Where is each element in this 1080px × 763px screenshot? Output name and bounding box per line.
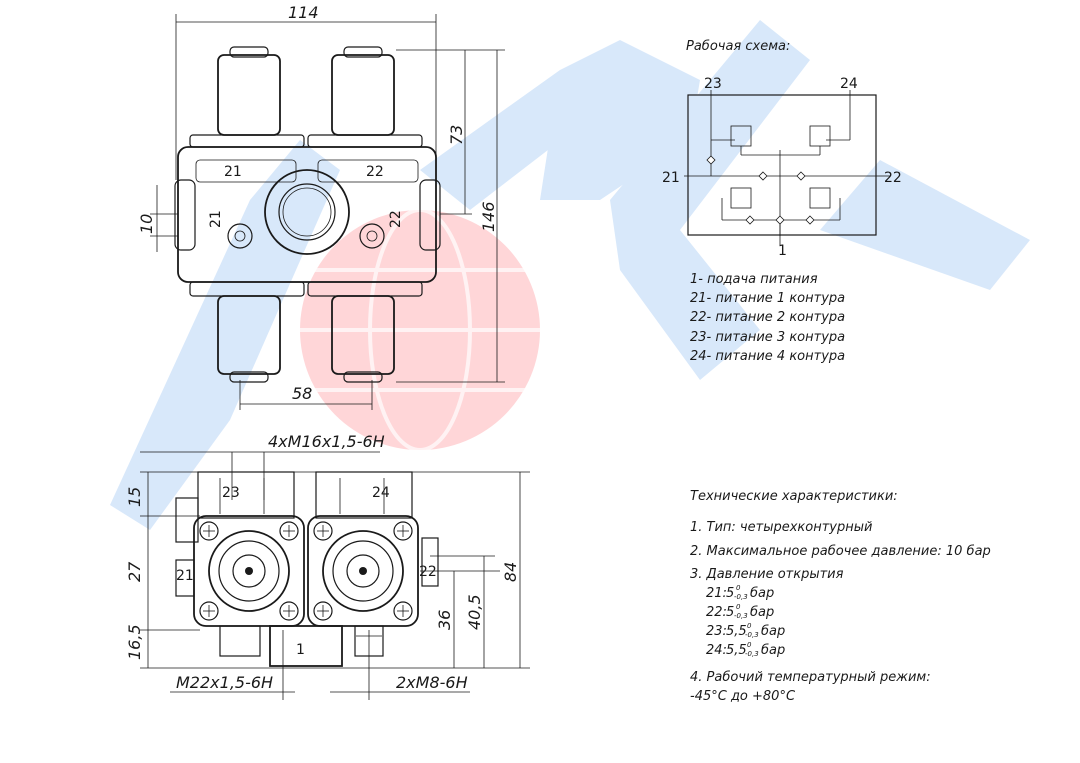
svg-text:0: 0 <box>736 584 741 592</box>
svg-text:5: 5 <box>726 605 734 620</box>
spec-temp-title: 4. Рабочий температурный режим: <box>690 670 931 685</box>
svg-text:5: 5 <box>726 586 734 601</box>
svg-text:-0,3: -0,3 <box>734 612 748 620</box>
svg-text:5,5: 5,5 <box>726 624 747 639</box>
dim-10: 10 <box>137 214 156 234</box>
spec-pressure-21: 21: 5 0 -0,3 бар <box>706 584 774 601</box>
dim-M22: M22x1,5-6H <box>176 673 273 692</box>
dim-40-5: 40,5 <box>465 594 484 630</box>
schema-port-1: 1 <box>778 243 787 259</box>
port-label-22-top: 22 <box>366 164 384 180</box>
legend-line-1: 1- подача питания <box>690 272 818 287</box>
svg-text:5,5: 5,5 <box>726 643 747 658</box>
svg-text:-0,3: -0,3 <box>745 631 759 639</box>
dim-4xM16: 4xM16x1,5-6H <box>268 432 385 451</box>
working-schema: Рабочая схема: 23 24 21 22 1 <box>662 39 902 364</box>
bottom-view-dimensions: 4xM16x1,5-6H 15 27 16,5 36 40,5 84 M22x1… <box>125 432 530 700</box>
spec-type: 1. Тип: четырехконтурный <box>690 520 872 535</box>
spec-temp-range: -45°C до +80°C <box>690 689 796 704</box>
port-label-22-bottom: 22 <box>419 564 437 580</box>
svg-text:бар: бар <box>761 624 785 639</box>
technical-specs: Технические характеристики: 1. Тип: четы… <box>690 489 991 704</box>
dim-15: 15 <box>125 487 144 507</box>
dim-146: 146 <box>479 201 498 232</box>
svg-text:бар: бар <box>750 586 774 601</box>
valve-top-view: 21 22 21 22 <box>174 46 441 383</box>
schema-port-21: 21 <box>662 170 680 186</box>
dim-16-5: 16,5 <box>125 624 144 660</box>
port-label-22-side: 22 <box>388 210 404 228</box>
svg-text:24:: 24: <box>706 643 727 658</box>
port-label-21-side: 21 <box>208 210 224 228</box>
watermark-letter-l <box>820 160 1030 290</box>
schema-port-22: 22 <box>884 170 902 186</box>
schema-port-23: 23 <box>704 76 722 92</box>
legend-line-3: 22- питание 2 контура <box>690 310 845 325</box>
top-view-dimensions: 114 73 146 10 58 <box>137 3 505 410</box>
dim-2xM8: 2xM8-6H <box>396 673 468 692</box>
specs-title: Технические характеристики: <box>690 489 898 504</box>
svg-text:бар: бар <box>750 605 774 620</box>
dim-36: 36 <box>435 610 454 630</box>
svg-text:0: 0 <box>747 641 752 649</box>
svg-text:0: 0 <box>747 622 752 630</box>
spec-pressure-24: 24: 5,5 0 -0,3 бар <box>706 641 785 658</box>
svg-text:23:: 23: <box>706 624 727 639</box>
dim-84: 84 <box>501 562 520 582</box>
spec-max-pressure: 2. Максимальное рабочее давление: 10 бар <box>690 544 991 559</box>
schema-title: Рабочая схема: <box>686 39 790 54</box>
svg-text:-0,3: -0,3 <box>734 593 748 601</box>
spec-opening-pressure: 3. Давление открытия <box>690 567 844 582</box>
valve-bottom-view: 23 24 1 21 22 <box>175 471 439 667</box>
dim-114: 114 <box>288 3 319 22</box>
svg-text:22:: 22: <box>706 605 727 620</box>
watermark-letter-s <box>110 140 340 530</box>
port-label-24-bottom: 24 <box>372 485 390 501</box>
dim-27: 27 <box>125 561 144 582</box>
svg-text:0: 0 <box>736 603 741 611</box>
svg-text:-0,3: -0,3 <box>745 650 759 658</box>
watermark-logo <box>110 20 1030 530</box>
watermark-letter-r <box>610 20 810 380</box>
legend-line-4: 23- питание 3 контура <box>690 330 845 345</box>
port-label-23-bottom: 23 <box>222 485 240 501</box>
legend-line-2: 21- питание 1 контура <box>690 291 845 306</box>
dim-73: 73 <box>447 125 466 145</box>
legend-line-5: 24- питание 4 контура <box>690 349 845 364</box>
port-label-21-top: 21 <box>224 164 242 180</box>
svg-text:бар: бар <box>761 643 785 658</box>
svg-text:21:: 21: <box>706 586 727 601</box>
dim-58: 58 <box>292 384 312 403</box>
spec-pressure-23: 23: 5,5 0 -0,3 бар <box>706 622 785 639</box>
port-label-21-bottom: 21 <box>176 568 194 584</box>
port-label-1-bottom: 1 <box>296 642 305 658</box>
schema-port-24: 24 <box>840 76 858 92</box>
schema-frame <box>687 94 877 236</box>
spec-pressure-22: 22: 5 0 -0,3 бар <box>706 603 774 620</box>
